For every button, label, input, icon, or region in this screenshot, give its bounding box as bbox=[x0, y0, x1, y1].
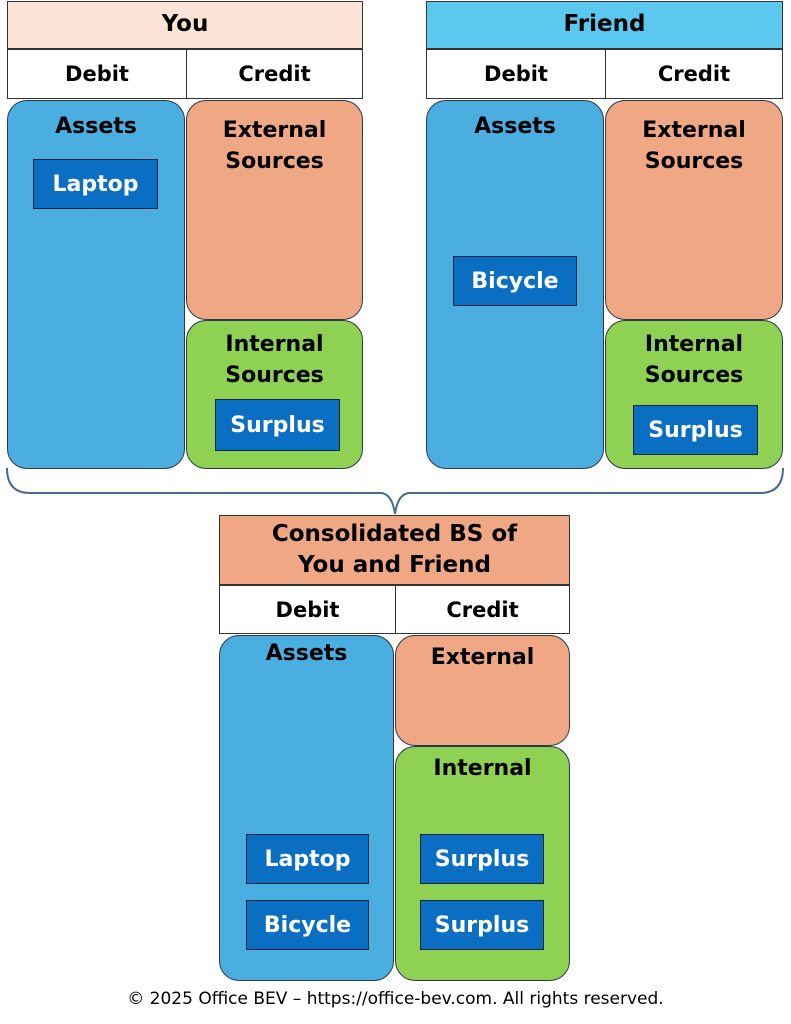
copyright-footer: © 2025 Office BEV – https://office-bev.c… bbox=[127, 989, 664, 1009]
consolidated-external-label: External bbox=[430, 645, 535, 670]
consolidated-internal-label: Internal bbox=[433, 756, 532, 781]
you-header: You bbox=[7, 1, 363, 49]
friend-debit-header: Debit bbox=[426, 49, 606, 99]
consolidated-surplus-item-2: Surplus bbox=[420, 900, 544, 950]
you-debit-label: Debit bbox=[65, 62, 129, 86]
you-assets-label: Assets bbox=[55, 114, 137, 139]
you-credit-label: Credit bbox=[238, 62, 311, 86]
you-external-label: External Sources bbox=[222, 118, 327, 174]
you-external-block: External Sources bbox=[186, 100, 363, 320]
you-title: You bbox=[161, 11, 209, 38]
you-surplus-item: Surplus bbox=[215, 399, 340, 451]
consolidated-laptop-item: Laptop bbox=[246, 834, 369, 884]
friend-internal-label: Internal Sources bbox=[644, 332, 744, 388]
consolidated-debit-header: Debit bbox=[219, 585, 396, 634]
friend-header: Friend bbox=[426, 1, 783, 49]
consolidated-bicycle-item: Bicycle bbox=[246, 900, 369, 950]
consolidated-external-block: External bbox=[395, 635, 570, 746]
brace-connector bbox=[6, 467, 784, 515]
friend-assets-label: Assets bbox=[474, 114, 556, 139]
friend-bicycle-item: Bicycle bbox=[453, 256, 577, 306]
friend-debit-label: Debit bbox=[484, 62, 548, 86]
you-laptop-item: Laptop bbox=[33, 159, 158, 209]
consolidated-credit-header: Credit bbox=[395, 585, 570, 634]
friend-credit-label: Credit bbox=[657, 62, 731, 86]
consolidated-title: Consolidated BS of You and Friend bbox=[271, 520, 518, 578]
you-internal-label: Internal Sources bbox=[225, 332, 324, 388]
friend-surplus-item: Surplus bbox=[633, 405, 758, 455]
consolidated-surplus-item-1: Surplus bbox=[420, 834, 544, 884]
you-assets-block: Assets bbox=[7, 100, 185, 469]
consolidated-header: Consolidated BS of You and Friend bbox=[219, 515, 570, 585]
consolidated-debit-label: Debit bbox=[275, 597, 340, 622]
friend-external-block: External Sources bbox=[605, 100, 783, 320]
friend-external-label: External Sources bbox=[642, 118, 746, 174]
friend-credit-header: Credit bbox=[605, 49, 783, 99]
you-credit-header: Credit bbox=[186, 49, 363, 99]
consolidated-assets-label: Assets bbox=[265, 641, 348, 666]
consolidated-credit-label: Credit bbox=[446, 597, 519, 622]
you-debit-header: Debit bbox=[7, 49, 187, 99]
friend-title: Friend bbox=[563, 11, 646, 38]
